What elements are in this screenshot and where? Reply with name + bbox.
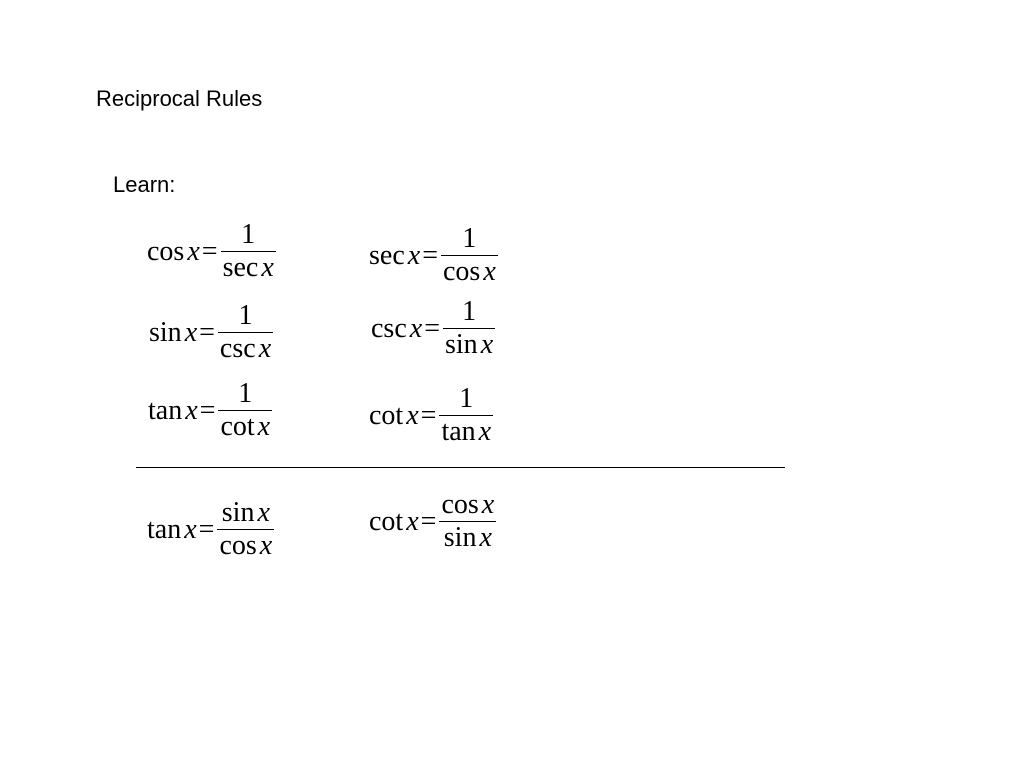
lhs-variable: x — [407, 239, 421, 271]
fraction-bar — [217, 331, 274, 333]
equation-cot-quotient: cot x = cos x sin x — [369, 489, 497, 553]
equation-csc-reciprocal: csc x = 1 sin x — [371, 296, 496, 360]
numerator: 1 — [460, 296, 478, 327]
lhs-function: csc — [371, 312, 407, 344]
denominator-variable: x — [483, 255, 496, 287]
denominator-function: csc — [219, 332, 256, 364]
denominator: cos x — [217, 529, 274, 561]
equation-sin-reciprocal: sin x = 1 csc x — [149, 300, 274, 364]
denominator-function: sin — [445, 328, 478, 360]
section-divider — [136, 467, 785, 468]
equals-sign: = — [199, 394, 216, 426]
denominator-variable: x — [257, 410, 271, 442]
numerator-function: 1 — [462, 223, 477, 254]
denominator-variable: x — [478, 415, 492, 447]
denominator-function: sec — [222, 251, 259, 283]
numerator-variable: x — [481, 489, 495, 520]
fraction-bar — [441, 254, 498, 256]
denominator: tan x — [439, 415, 493, 447]
denominator-variable: x — [258, 332, 272, 364]
fraction-bar — [218, 409, 273, 411]
lhs-function: cot — [369, 505, 404, 537]
numerator: 1 — [457, 383, 475, 414]
denominator-function: cos — [219, 529, 257, 561]
equals-sign: = — [420, 399, 437, 431]
fraction: 1 sin x — [443, 296, 496, 360]
numerator: cos x — [439, 489, 496, 520]
fraction: 1 sec x — [220, 219, 276, 283]
denominator: cot x — [218, 410, 272, 442]
equals-sign: = — [422, 239, 438, 271]
fraction-bar — [217, 528, 275, 530]
numerator: 1 — [237, 300, 255, 331]
denominator: sin x — [443, 328, 495, 360]
numerator: sin x — [220, 497, 272, 528]
lhs-variable: x — [406, 399, 419, 431]
equals-sign: = — [201, 235, 218, 267]
lhs-function: tan — [148, 394, 183, 426]
denominator-function: sin — [443, 521, 477, 553]
numerator-function: 1 — [238, 300, 253, 331]
equals-sign: = — [420, 505, 437, 537]
learn-label: Learn: — [113, 172, 176, 197]
numerator-function: sin — [221, 497, 255, 528]
fraction-bar — [220, 250, 276, 252]
numerator-function: 1 — [462, 296, 477, 327]
denominator-function: cot — [220, 410, 255, 442]
denominator-variable: x — [261, 251, 274, 283]
equation-sec-reciprocal: sec x = 1 cos x — [369, 223, 498, 287]
lhs-function: tan — [147, 513, 182, 545]
denominator: cos x — [441, 255, 498, 287]
numerator-function: 1 — [238, 378, 253, 409]
fraction-bar — [439, 520, 497, 522]
equals-sign: = — [424, 312, 440, 344]
fraction: 1 csc x — [217, 300, 274, 364]
lhs-variable: x — [184, 316, 198, 348]
equation-cos-reciprocal: cos x = 1 sec x — [147, 219, 276, 283]
equation-cot-reciprocal: cot x = 1 tan x — [369, 383, 494, 447]
numerator: 1 — [239, 219, 257, 250]
denominator: sin x — [442, 521, 494, 553]
lhs-function: sec — [369, 239, 405, 271]
fraction: 1 tan x — [439, 383, 494, 447]
fraction: 1 cos x — [441, 223, 498, 287]
denominator-variable: x — [480, 328, 494, 360]
lhs-variable: x — [184, 513, 197, 545]
lhs-function: sin — [149, 316, 182, 348]
lhs-function: cot — [369, 399, 404, 431]
fraction: cos x sin x — [439, 489, 497, 553]
numerator-variable: x — [257, 497, 270, 528]
denominator-variable: x — [479, 521, 492, 553]
equals-sign: = — [199, 316, 215, 348]
equals-sign: = — [198, 513, 215, 545]
numerator-function: 1 — [459, 383, 474, 414]
page-title: Reciprocal Rules — [96, 86, 263, 111]
numerator: 1 — [236, 378, 254, 409]
fraction-bar — [439, 414, 494, 416]
lhs-variable: x — [185, 394, 198, 426]
lhs-variable: x — [409, 312, 423, 344]
lhs-variable: x — [406, 505, 419, 537]
denominator: sec x — [221, 251, 276, 283]
numerator: 1 — [460, 223, 478, 254]
equation-tan-reciprocal: tan x = 1 cot x — [148, 378, 273, 442]
fraction: sin x cos x — [217, 497, 275, 561]
denominator: csc x — [218, 332, 273, 364]
denominator-function: tan — [441, 415, 476, 447]
fraction-bar — [443, 327, 496, 329]
denominator-variable: x — [259, 529, 273, 561]
lhs-variable: x — [187, 235, 200, 267]
numerator-function: 1 — [241, 219, 256, 250]
numerator-function: cos — [441, 489, 479, 520]
denominator-function: cos — [443, 255, 481, 287]
equation-tan-quotient: tan x = sin x cos x — [147, 497, 275, 561]
fraction: 1 cot x — [218, 378, 273, 442]
lhs-function: cos — [147, 235, 185, 267]
